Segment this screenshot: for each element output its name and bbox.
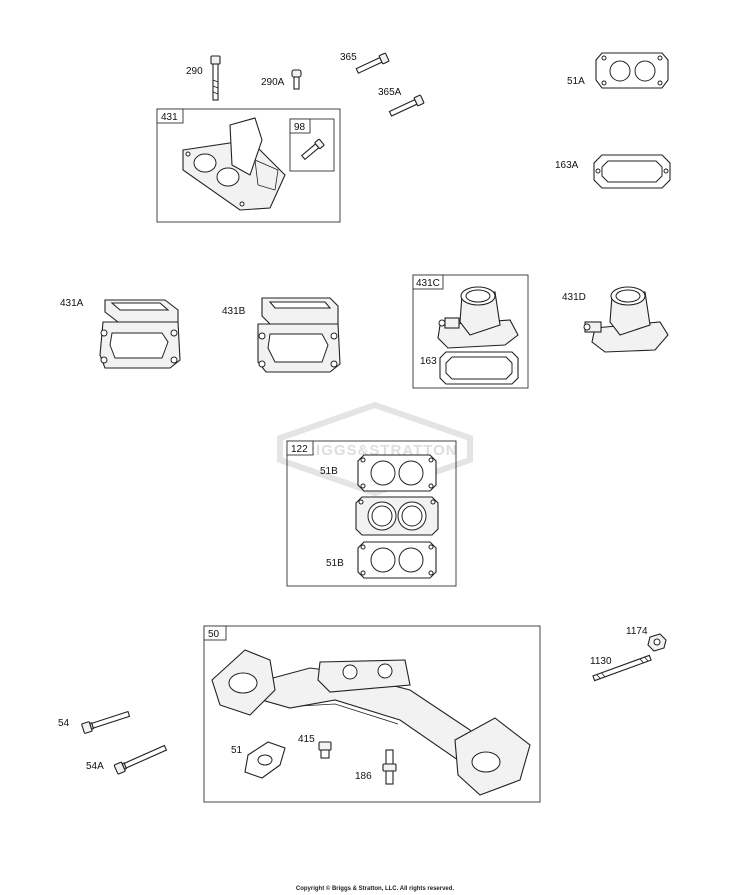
label-290: 290 — [186, 66, 203, 77]
tag-431 — [156, 108, 184, 124]
label-163a: 163A — [555, 160, 579, 171]
gasket-51 — [244, 741, 286, 779]
label-163: 163 — [420, 356, 437, 367]
label-431b: 431B — [222, 306, 246, 317]
label-365a: 365A — [378, 87, 402, 98]
gasket-middle — [355, 496, 439, 536]
throttle-body-431 — [182, 117, 286, 211]
label-122: 122 — [291, 444, 308, 455]
label-50: 50 — [208, 629, 220, 640]
tag-431c — [412, 274, 444, 290]
tag-50 — [203, 625, 227, 641]
copyright-text: Copyright © Briggs & Stratton, LLC. All … — [296, 885, 455, 892]
gasket-163a — [593, 154, 671, 189]
label-431a: 431A — [60, 298, 84, 309]
label-431d: 431D — [562, 292, 586, 303]
gasket-51a — [595, 52, 669, 89]
label-431: 431 — [161, 112, 178, 123]
label-51a: 51A — [567, 76, 585, 87]
label-54a: 54A — [86, 761, 104, 772]
throttle-body-431d — [583, 286, 669, 353]
gasket-51b-bottom — [357, 541, 437, 579]
label-431c: 431C — [416, 278, 440, 289]
bolt-54a — [113, 744, 168, 775]
label-51b-top: 51B — [320, 466, 338, 477]
screw-365a — [388, 94, 425, 117]
gasket-163 — [439, 351, 519, 385]
label-365: 365 — [340, 52, 357, 63]
bolt-290 — [210, 55, 221, 101]
fitting-186 — [382, 749, 397, 785]
adapter-431a — [99, 299, 181, 369]
group-box-98 — [289, 118, 335, 172]
plug-415 — [318, 741, 332, 759]
screw-290a — [291, 69, 302, 90]
label-98: 98 — [294, 122, 306, 133]
tag-122 — [286, 440, 314, 456]
group-box-122 — [286, 440, 457, 587]
throttle-body-431c — [437, 286, 519, 349]
label-51: 51 — [231, 745, 243, 756]
stud-1130 — [592, 654, 652, 682]
screw-98 — [300, 138, 325, 161]
bolt-54 — [81, 710, 131, 734]
label-415: 415 — [298, 734, 315, 745]
intake-manifold-50 — [211, 649, 531, 796]
label-186: 186 — [355, 771, 372, 782]
label-290a: 290A — [261, 77, 285, 88]
screw-365 — [355, 52, 390, 74]
label-1174: 1174 — [626, 626, 648, 637]
group-box-50 — [203, 625, 541, 803]
label-51b-bottom: 51B — [326, 558, 344, 569]
tag-98 — [289, 118, 311, 134]
label-54: 54 — [58, 718, 70, 729]
adapter-431b — [257, 297, 341, 373]
label-1130: 1130 — [590, 656, 612, 667]
group-box-431 — [156, 108, 341, 223]
nut-1174 — [647, 633, 667, 652]
group-box-431c — [412, 274, 529, 389]
gasket-51b-top — [357, 454, 437, 492]
